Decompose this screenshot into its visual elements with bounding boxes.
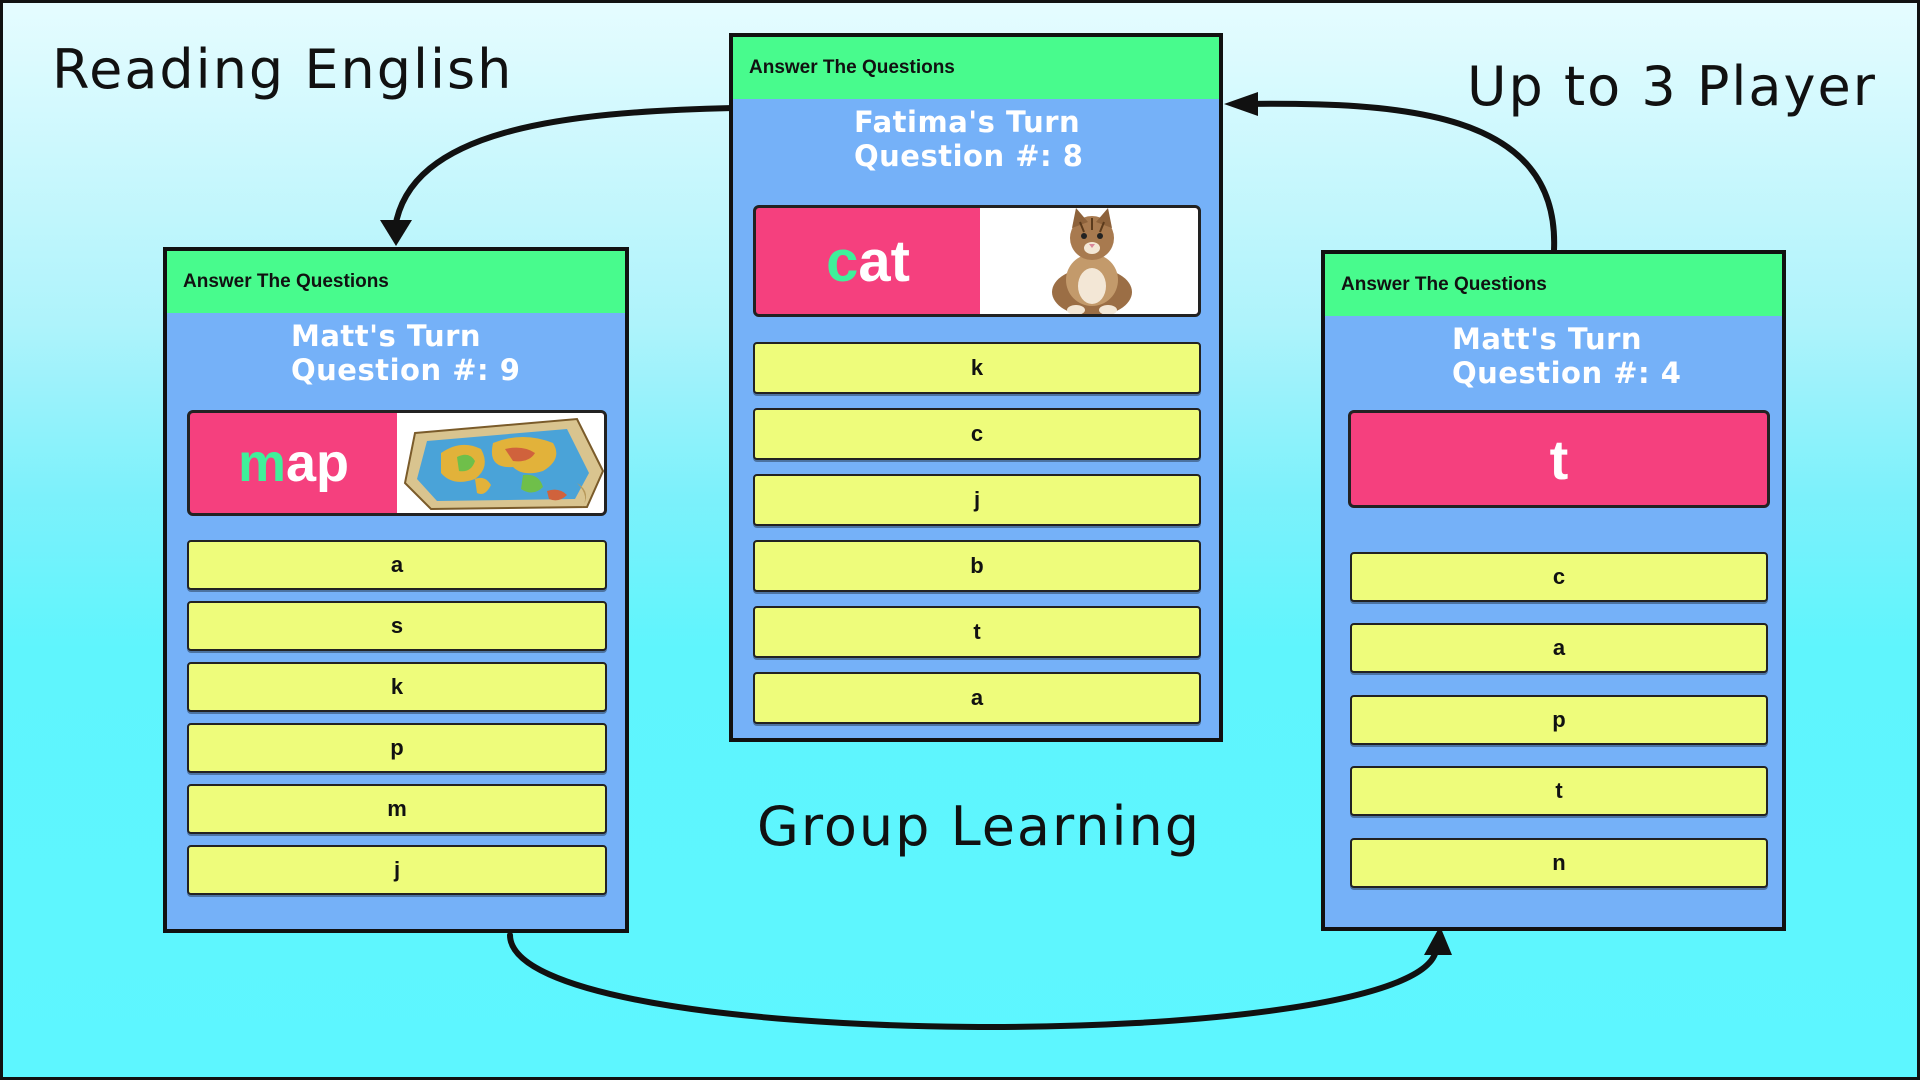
arrowhead-right [1424, 926, 1452, 955]
word-highlight-letter: c [826, 228, 859, 294]
kitten-icon [1052, 208, 1132, 314]
arrow-center-to-left [392, 105, 736, 231]
answer-option[interactable]: a [187, 540, 607, 590]
caption-reading-english: Reading English [52, 38, 514, 101]
kitten-picture [980, 208, 1198, 314]
player-turn-label: Matt's Turn [1452, 322, 1643, 356]
answer-option[interactable]: m [187, 784, 607, 834]
answer-option[interactable]: a [1350, 623, 1768, 673]
answer-option[interactable]: j [187, 845, 607, 895]
answer-option[interactable]: t [753, 606, 1201, 658]
word-rest: at [858, 228, 910, 294]
answer-option[interactable]: k [187, 662, 607, 712]
screen-header: Answer The Questions [733, 37, 1219, 99]
word-rest: ap [285, 433, 350, 493]
player-screen-left: Answer The Questions Matt's Turn Questio… [163, 247, 629, 933]
question-number-label: Question #: 8 [854, 139, 1084, 173]
player-turn-label: Fatima's Turn [854, 105, 1081, 139]
answer-option[interactable]: c [1350, 552, 1768, 602]
arrowhead-left [380, 220, 412, 246]
arrow-left-to-right [507, 932, 1439, 1030]
player-screen-center: Answer The Questions Fatima's Turn Quest… [729, 33, 1223, 742]
answer-option[interactable]: p [1350, 695, 1768, 745]
arrowhead-center [1224, 92, 1258, 116]
screen-header: Answer The Questions [1325, 254, 1782, 316]
player-turn-label: Matt's Turn [291, 319, 482, 353]
world-map-picture [397, 413, 604, 513]
question-number-label: Question #: 4 [1452, 356, 1682, 390]
turn-info: Matt's Turn Question #: 9 [291, 319, 625, 387]
turn-info: Fatima's Turn Question #: 8 [854, 105, 1219, 173]
question-card: t [1348, 410, 1770, 508]
answer-option[interactable]: s [187, 601, 607, 651]
player-screen-right: Answer The Questions Matt's Turn Questio… [1321, 250, 1786, 931]
answer-option[interactable]: j [753, 474, 1201, 526]
arrow-right-to-center [1237, 100, 1558, 253]
caption-up-to-3-player: Up to 3 Player [1467, 55, 1877, 118]
answer-option[interactable]: k [753, 342, 1201, 394]
question-number-label: Question #: 9 [291, 353, 521, 387]
caption-group-learning: Group Learning [757, 795, 1201, 858]
turn-info: Matt's Turn Question #: 4 [1452, 322, 1782, 390]
screen-header: Answer The Questions [167, 251, 625, 313]
word-highlight-letter: m [237, 433, 286, 493]
answer-option[interactable]: b [753, 540, 1201, 592]
question-letter: t [1549, 427, 1569, 491]
answer-option[interactable]: p [187, 723, 607, 773]
answer-option[interactable]: n [1350, 838, 1768, 888]
answer-option[interactable]: t [1350, 766, 1768, 816]
answer-option[interactable]: c [753, 408, 1201, 460]
answer-option[interactable]: a [753, 672, 1201, 724]
world-map-icon [403, 417, 604, 511]
